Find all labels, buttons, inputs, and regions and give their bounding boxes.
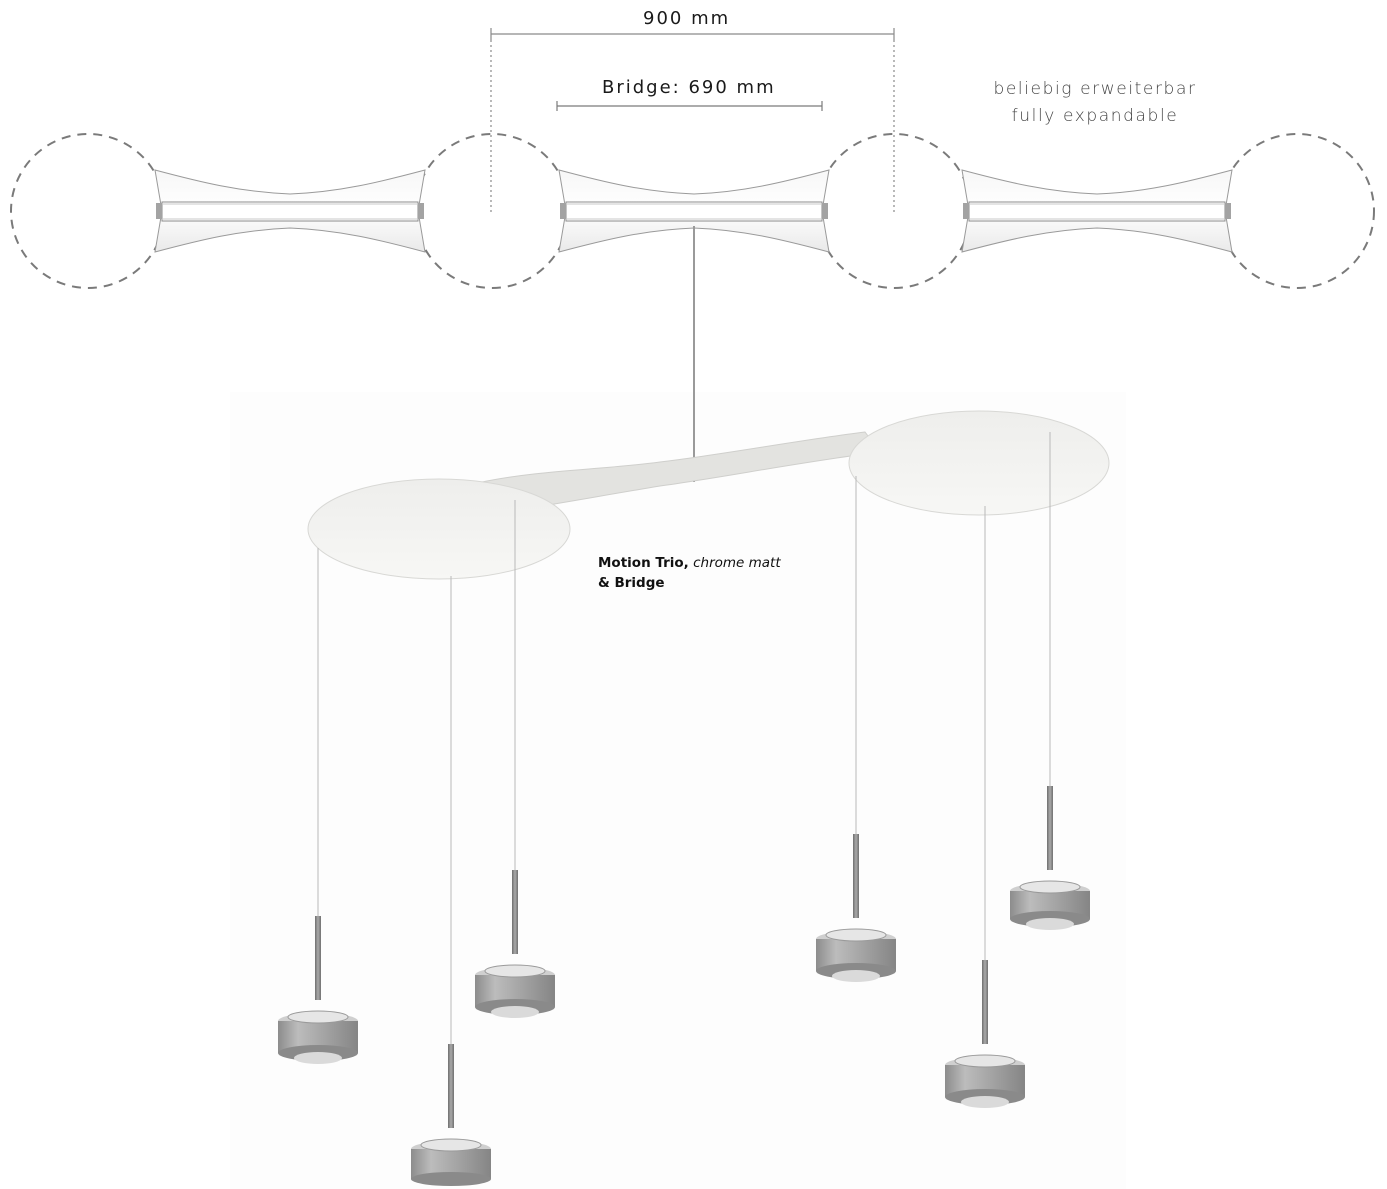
bridge-length-label: Bridge: 690 mm [602, 77, 776, 98]
caption-line-1: Motion Trio, chrome matt [598, 553, 781, 573]
bridge-top-view-3 [961, 169, 1233, 253]
canopy-outline-1 [10, 133, 166, 289]
pendant-5 [945, 960, 1025, 1108]
bridge-top-view-1 [154, 169, 426, 253]
pendant-6 [1010, 786, 1090, 930]
pendant-4 [816, 834, 896, 982]
caption-addon: & Bridge [598, 575, 665, 591]
canopy-right [848, 410, 1110, 516]
bridge-top-view-2 [558, 169, 830, 253]
pendant-2 [411, 1044, 491, 1186]
product-caption: Motion Trio, chrome matt & Bridge [598, 553, 781, 593]
expandable-label-de: beliebig erweiterbar [993, 79, 1197, 99]
expandable-label-en: fully expandable [1011, 106, 1179, 126]
caption-finish: chrome matt [693, 555, 781, 571]
pendant-3 [475, 870, 555, 1018]
suspension-cables [317, 432, 1051, 1046]
canopy-outline-2 [414, 133, 570, 289]
pendant-1 [278, 916, 358, 1064]
dimension-bridge [556, 101, 823, 111]
overall-length-label: 900 mm [643, 8, 731, 29]
canopy-left [307, 478, 571, 580]
caption-product: Motion Trio, [598, 555, 689, 571]
canopy-outline-4 [1219, 133, 1375, 289]
dimension-900 [490, 28, 895, 212]
